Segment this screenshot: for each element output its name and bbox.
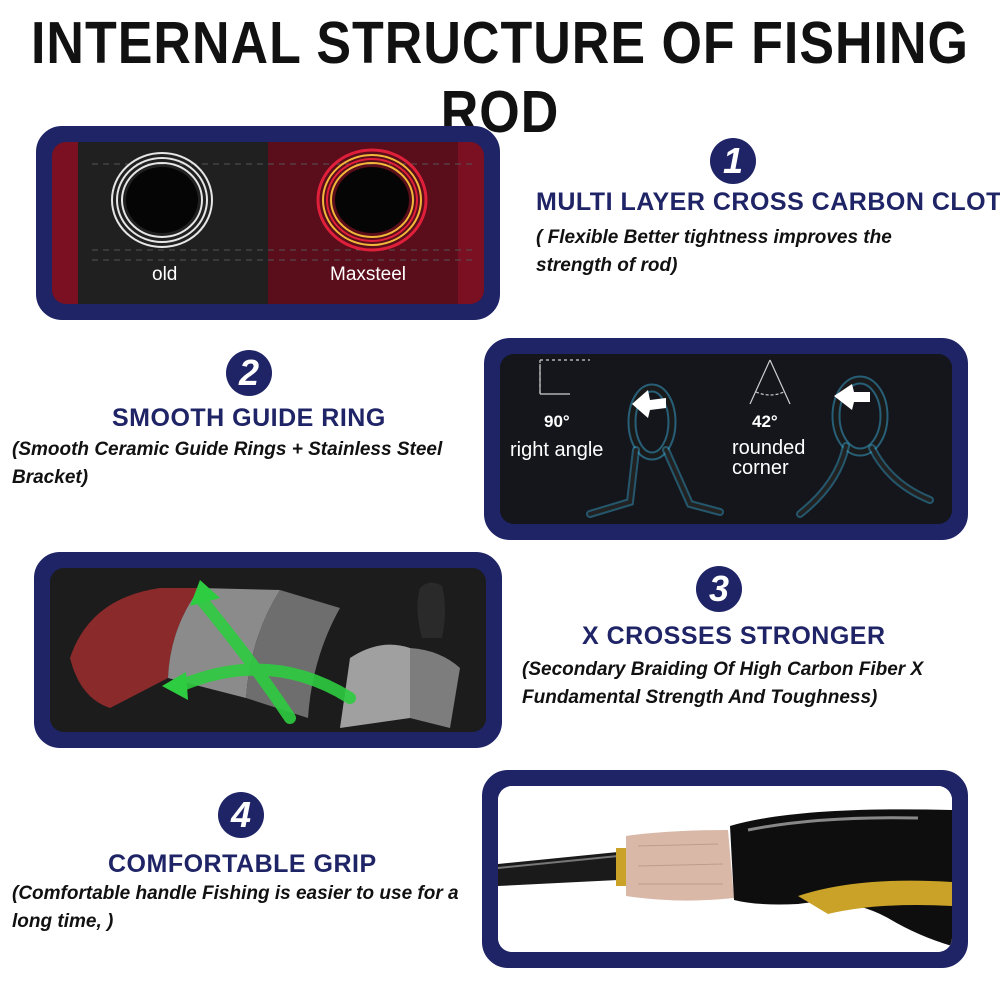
rounded-label: rounded [732, 437, 806, 459]
maxsteel-label: Maxsteel [330, 264, 407, 285]
right-angle-label: right angle [510, 439, 604, 461]
grip-image-panel [482, 770, 968, 968]
section-description-1: ( Flexible Better tightness improves the… [536, 227, 892, 276]
section-description-3: (Secondary Braiding Of High Carbon Fiber… [522, 659, 924, 708]
angle-90-label: 90° [544, 412, 570, 431]
grip-illustration [498, 786, 952, 952]
section-heading-3: X CROSSES STRONGER [582, 622, 886, 650]
x-cross-image [50, 568, 486, 732]
guide-rings-illustration [500, 354, 952, 524]
section-heading-4: COMFORTABLE GRIP [108, 850, 377, 878]
carbon-cloth-image: old Maxsteel [52, 142, 484, 304]
corner-label: corner [732, 457, 789, 479]
section-heading-2: SMOOTH GUIDE RING [112, 404, 386, 432]
section-number-2: 2 [226, 350, 272, 396]
carbon-rings-illustration [52, 142, 484, 304]
section-heading-1: MULTI LAYER CROSS CARBON CLOTH [536, 188, 1000, 216]
guide-ring-image-panel: 90° right angle 42° rounded corner [484, 338, 968, 540]
section-description-2: (Smooth Ceramic Guide Rings + Stainless … [12, 439, 443, 488]
old-label: old [152, 264, 178, 285]
guide-ring-image: 90° right angle 42° rounded corner [500, 354, 952, 524]
carbon-cloth-image-panel: old Maxsteel [36, 126, 500, 320]
page-title: INTERNAL STRUCTURE OF FISHING ROD [30, 10, 970, 146]
section-number-1: 1 [710, 138, 756, 184]
section-description-4: (Comfortable handle Fishing is easier to… [12, 883, 459, 932]
x-cross-image-panel [34, 552, 502, 748]
angle-42-label: 42° [752, 412, 778, 431]
section-number-3: 3 [696, 566, 742, 612]
section-number-4: 4 [218, 792, 264, 838]
grip-image [498, 786, 952, 952]
x-cross-illustration [50, 568, 486, 732]
